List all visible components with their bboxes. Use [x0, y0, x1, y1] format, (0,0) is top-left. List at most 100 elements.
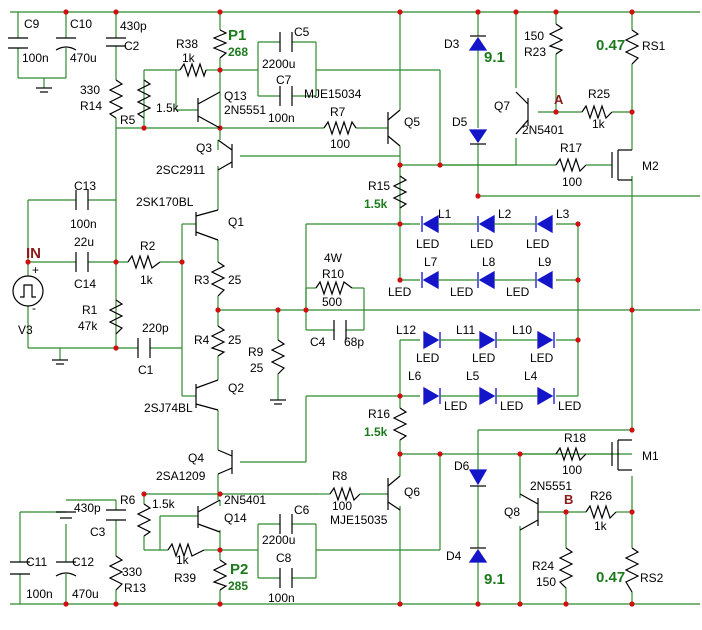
label-l1: L1 [438, 207, 452, 221]
label-r6-value: 1.5k [152, 497, 176, 511]
label-q4: Q4 [188, 451, 204, 465]
label-c11-value: 100n [26, 587, 53, 601]
label-r8: R8 [332, 469, 348, 483]
label-rs1: RS1 [642, 39, 666, 53]
label-q6-type: MJE15035 [330, 513, 388, 527]
label-led-l8: LED [450, 285, 474, 299]
label-led-l7: LED [388, 285, 412, 299]
label-r1: R1 [82, 303, 98, 317]
label-c12: C12 [72, 555, 94, 569]
label-q6: Q6 [404, 485, 420, 499]
label-r14: R14 [80, 99, 102, 113]
label-q13-type: 2N5551 [224, 103, 266, 117]
label-led-l5: LED [500, 399, 524, 413]
label-r39: R39 [174, 571, 196, 585]
label-q14-type: 2N5401 [224, 493, 266, 507]
label-p1: P1 [228, 27, 246, 44]
diodes [468, 35, 488, 563]
label-c6-value: 2200u [262, 533, 295, 547]
label-c2-value: 430p [120, 19, 147, 33]
label-led-l6: LED [444, 399, 468, 413]
label-c2: C2 [124, 39, 140, 53]
label-c12-value: 470u [72, 587, 99, 601]
label-l8: L8 [482, 255, 496, 269]
label-c4: C4 [310, 335, 326, 349]
label-q2-type: 2SJ74BL [144, 401, 193, 415]
label-r16-value: 1.5k [364, 425, 388, 439]
label-c8: C8 [276, 551, 292, 565]
label-r16: R16 [368, 407, 390, 421]
label-c7-value: 100n [268, 111, 295, 125]
label-q1-type: 2SK170BL [136, 195, 194, 209]
label-c11: C11 [26, 555, 47, 569]
label-c4-value: 68p [344, 335, 364, 349]
label-r10: R10 [322, 267, 344, 281]
label-r17: R17 [560, 141, 582, 155]
labels: C9 100n C10 470u 430p C2 P1 268 C5 2200u… [18, 17, 666, 605]
label-r39-value: 1k [176, 553, 190, 567]
label-node-a: A [554, 92, 564, 107]
label-led-l2: LED [470, 237, 494, 251]
label-r5-value: 1.5k [156, 101, 180, 115]
label-led-l10: LED [530, 351, 554, 365]
label-r3-value: 25 [228, 273, 242, 287]
label-c5: C5 [294, 25, 310, 39]
label-r13: R13 [124, 581, 146, 595]
label-l5: L5 [466, 369, 480, 383]
label-r15: R15 [368, 179, 390, 193]
label-c10: C10 [70, 17, 92, 31]
label-p2: P2 [230, 561, 248, 578]
label-r7-value: 100 [330, 137, 350, 151]
label-r8-value: 100 [332, 499, 352, 513]
label-q13: Q13 [224, 89, 247, 103]
label-q3-type: 2SC2911 [156, 163, 205, 177]
label-r4-value: 25 [228, 333, 242, 347]
led-chains [421, 214, 555, 406]
label-v3: V3 [18, 323, 33, 337]
label-q8-type: 2N5551 [530, 479, 572, 493]
label-r24: R24 [532, 559, 554, 573]
label-r17-value: 100 [562, 175, 582, 189]
label-l4: L4 [524, 369, 538, 383]
label-r23-value: 150 [524, 29, 544, 43]
label-l6: L6 [408, 369, 422, 383]
label-r26-value: 1k [594, 519, 608, 533]
label-l7: L7 [424, 255, 438, 269]
label-r9: R9 [248, 345, 264, 359]
label-d5: D5 [452, 115, 468, 129]
label-p2-value: 285 [228, 579, 248, 593]
label-c7: C7 [276, 73, 292, 87]
components [8, 23, 640, 593]
label-r18: R18 [564, 431, 586, 445]
label-q7: Q7 [494, 99, 510, 113]
label-r3: R3 [194, 273, 210, 287]
label-led-l12: LED [416, 351, 440, 365]
label-q4-type: 2SA1209 [156, 469, 206, 483]
label-c8-value: 100n [268, 591, 295, 605]
label-v3-plus: + [32, 263, 39, 277]
label-r26: R26 [590, 489, 612, 503]
label-d3-value: 9.1 [484, 49, 505, 66]
label-q3: Q3 [196, 141, 212, 155]
label-c1-value: 220p [142, 321, 169, 335]
label-led-l9: LED [506, 285, 530, 299]
label-r6: R6 [120, 493, 136, 507]
label-q5-type: MJE15034 [304, 87, 362, 101]
label-r15-value: 1.5k [364, 197, 388, 211]
label-q5: Q5 [404, 115, 420, 129]
label-led-l11: LED [472, 351, 496, 365]
label-c9: C9 [24, 17, 40, 31]
label-r13-value: 330 [122, 565, 142, 579]
label-r18-value: 100 [562, 463, 582, 477]
label-r5: R5 [120, 113, 136, 127]
label-c14-value: 22u [74, 235, 94, 249]
label-q1: Q1 [228, 215, 244, 229]
label-r1-value: 47k [78, 319, 98, 333]
label-l2: L2 [498, 207, 512, 221]
label-node-b: B [564, 492, 573, 507]
label-r25: R25 [588, 87, 610, 101]
label-c9-value: 100n [22, 51, 49, 65]
label-r25-value: 1k [592, 117, 606, 131]
label-c3-value: 430p [74, 501, 101, 515]
